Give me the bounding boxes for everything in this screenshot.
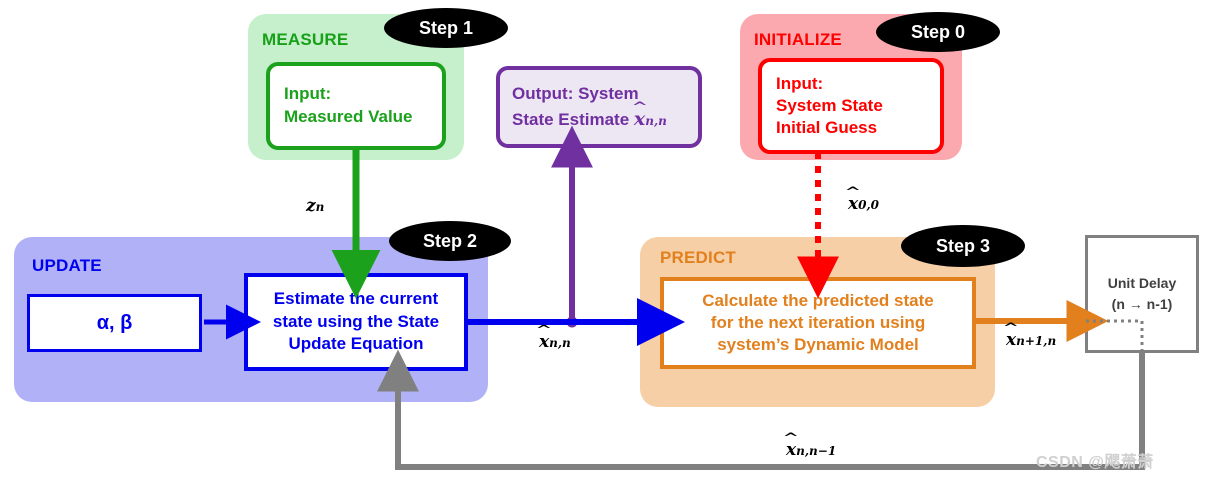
predict-line-3: system’s Dynamic Model bbox=[717, 335, 919, 355]
update-panel-title: UPDATE bbox=[32, 256, 102, 275]
wire-feedback bbox=[377, 349, 1145, 470]
initialize-line-2: System State bbox=[776, 95, 883, 115]
initialize-input-box: Input: System State Initial Guess bbox=[758, 58, 944, 154]
alpha-beta-label: α, β bbox=[96, 311, 133, 334]
step-0-badge: Step 0 bbox=[876, 12, 1000, 52]
signal-label-measurement: zn bbox=[306, 196, 325, 216]
wire-delay-internal bbox=[1086, 319, 1144, 353]
output-line-1: Output: System bbox=[512, 83, 639, 103]
predict-line-2: for the next iteration using bbox=[710, 312, 926, 332]
output-line-2: State Estimate xn,n bbox=[512, 106, 667, 133]
measure-input-box: Input: Measured Value bbox=[266, 62, 446, 150]
unit-delay-box: Unit Delay (n → n-1) bbox=[1085, 235, 1199, 353]
unit-delay-line-1: Unit Delay bbox=[1107, 275, 1177, 291]
estimate-line-2: state using the State bbox=[272, 311, 440, 331]
initialize-panel-title: INITIALIZE bbox=[754, 30, 842, 49]
step-2-badge: Step 2 bbox=[389, 221, 511, 261]
estimate-line-1: Estimate the current bbox=[273, 289, 439, 309]
output-symbol: xn,n bbox=[634, 108, 667, 130]
measure-line-2: Measured Value bbox=[284, 107, 413, 126]
step-3-badge: Step 3 bbox=[901, 225, 1025, 267]
initialize-line-3: Initial Guess bbox=[776, 118, 878, 138]
unit-delay-line-2: (n → n-1) bbox=[1111, 296, 1173, 312]
signal-label-initial-guess: x0,0 bbox=[848, 194, 879, 214]
measure-line-1: Input: bbox=[284, 84, 332, 104]
predict-line-1: Calculate the predicted state bbox=[702, 290, 934, 310]
signal-label-current-estimate: xn,n bbox=[539, 332, 571, 352]
signal-label-delayed-prediction: xn,n−1 bbox=[786, 440, 836, 460]
initialize-line-1: Input: bbox=[776, 73, 824, 93]
estimate-line-3: Update Equation bbox=[288, 334, 424, 354]
output-state-estimate-box: Output: System State Estimate xn,n bbox=[496, 66, 702, 148]
watermark: CSDN @飔萧萧 bbox=[1036, 454, 1154, 471]
predict-panel-title: PREDICT bbox=[660, 248, 737, 267]
alpha-beta-box: α, β bbox=[27, 294, 202, 352]
measure-panel-title: MEASURE bbox=[262, 30, 349, 49]
signal-label-predicted-next: xn+1,n bbox=[1006, 330, 1056, 350]
step-1-badge: Step 1 bbox=[384, 8, 508, 48]
